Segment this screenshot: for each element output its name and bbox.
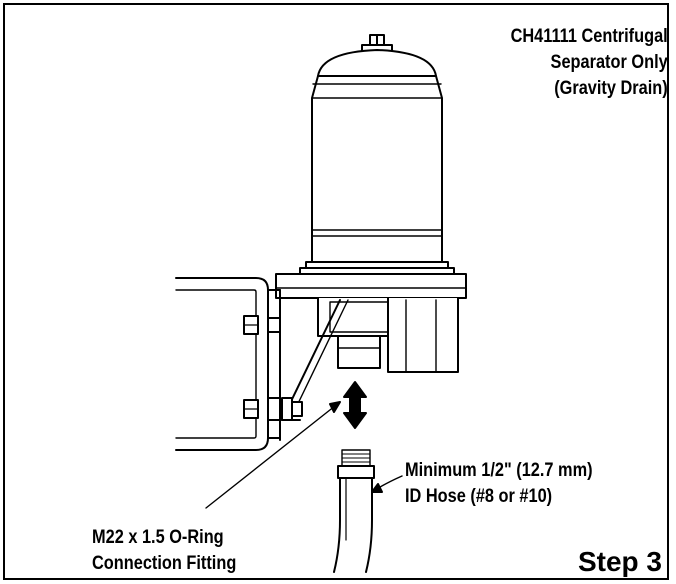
title-line-3: (Gravity Drain) [554, 78, 668, 99]
separator-canister [311, 49, 443, 263]
hose-label-line-2: ID Hose (#8 or #10) [405, 486, 553, 507]
step-label: Step 3 [577, 546, 662, 577]
top-nut [361, 34, 393, 52]
hose-fitting [337, 449, 375, 479]
bolt-lower [243, 397, 303, 421]
housing-body [317, 297, 459, 373]
fitting-label-line-1: M22 x 1.5 O-Ring [92, 527, 224, 548]
hose-label: Minimum 1/2" (12.7 mm) ID Hose (#8 or #1… [405, 458, 593, 510]
fitting-label: M22 x 1.5 O-Ring Connection Fitting [92, 525, 236, 577]
hose [333, 477, 373, 573]
title-label: CH41111 Centrifugal Separator Only (Grav… [511, 24, 668, 102]
title-line-1: CH41111 Centrifugal [510, 26, 668, 47]
double-arrow-icon [343, 381, 367, 429]
hose-leader-line [371, 475, 403, 493]
fitting-leader-line [205, 401, 341, 509]
hose-label-line-1: Minimum 1/2" (12.7 mm) [405, 460, 593, 481]
base-flange [275, 261, 467, 299]
bolt-upper [243, 315, 281, 335]
fitting-label-line-2: Connection Fitting [92, 553, 237, 574]
title-line-2: Separator Only [550, 52, 668, 73]
